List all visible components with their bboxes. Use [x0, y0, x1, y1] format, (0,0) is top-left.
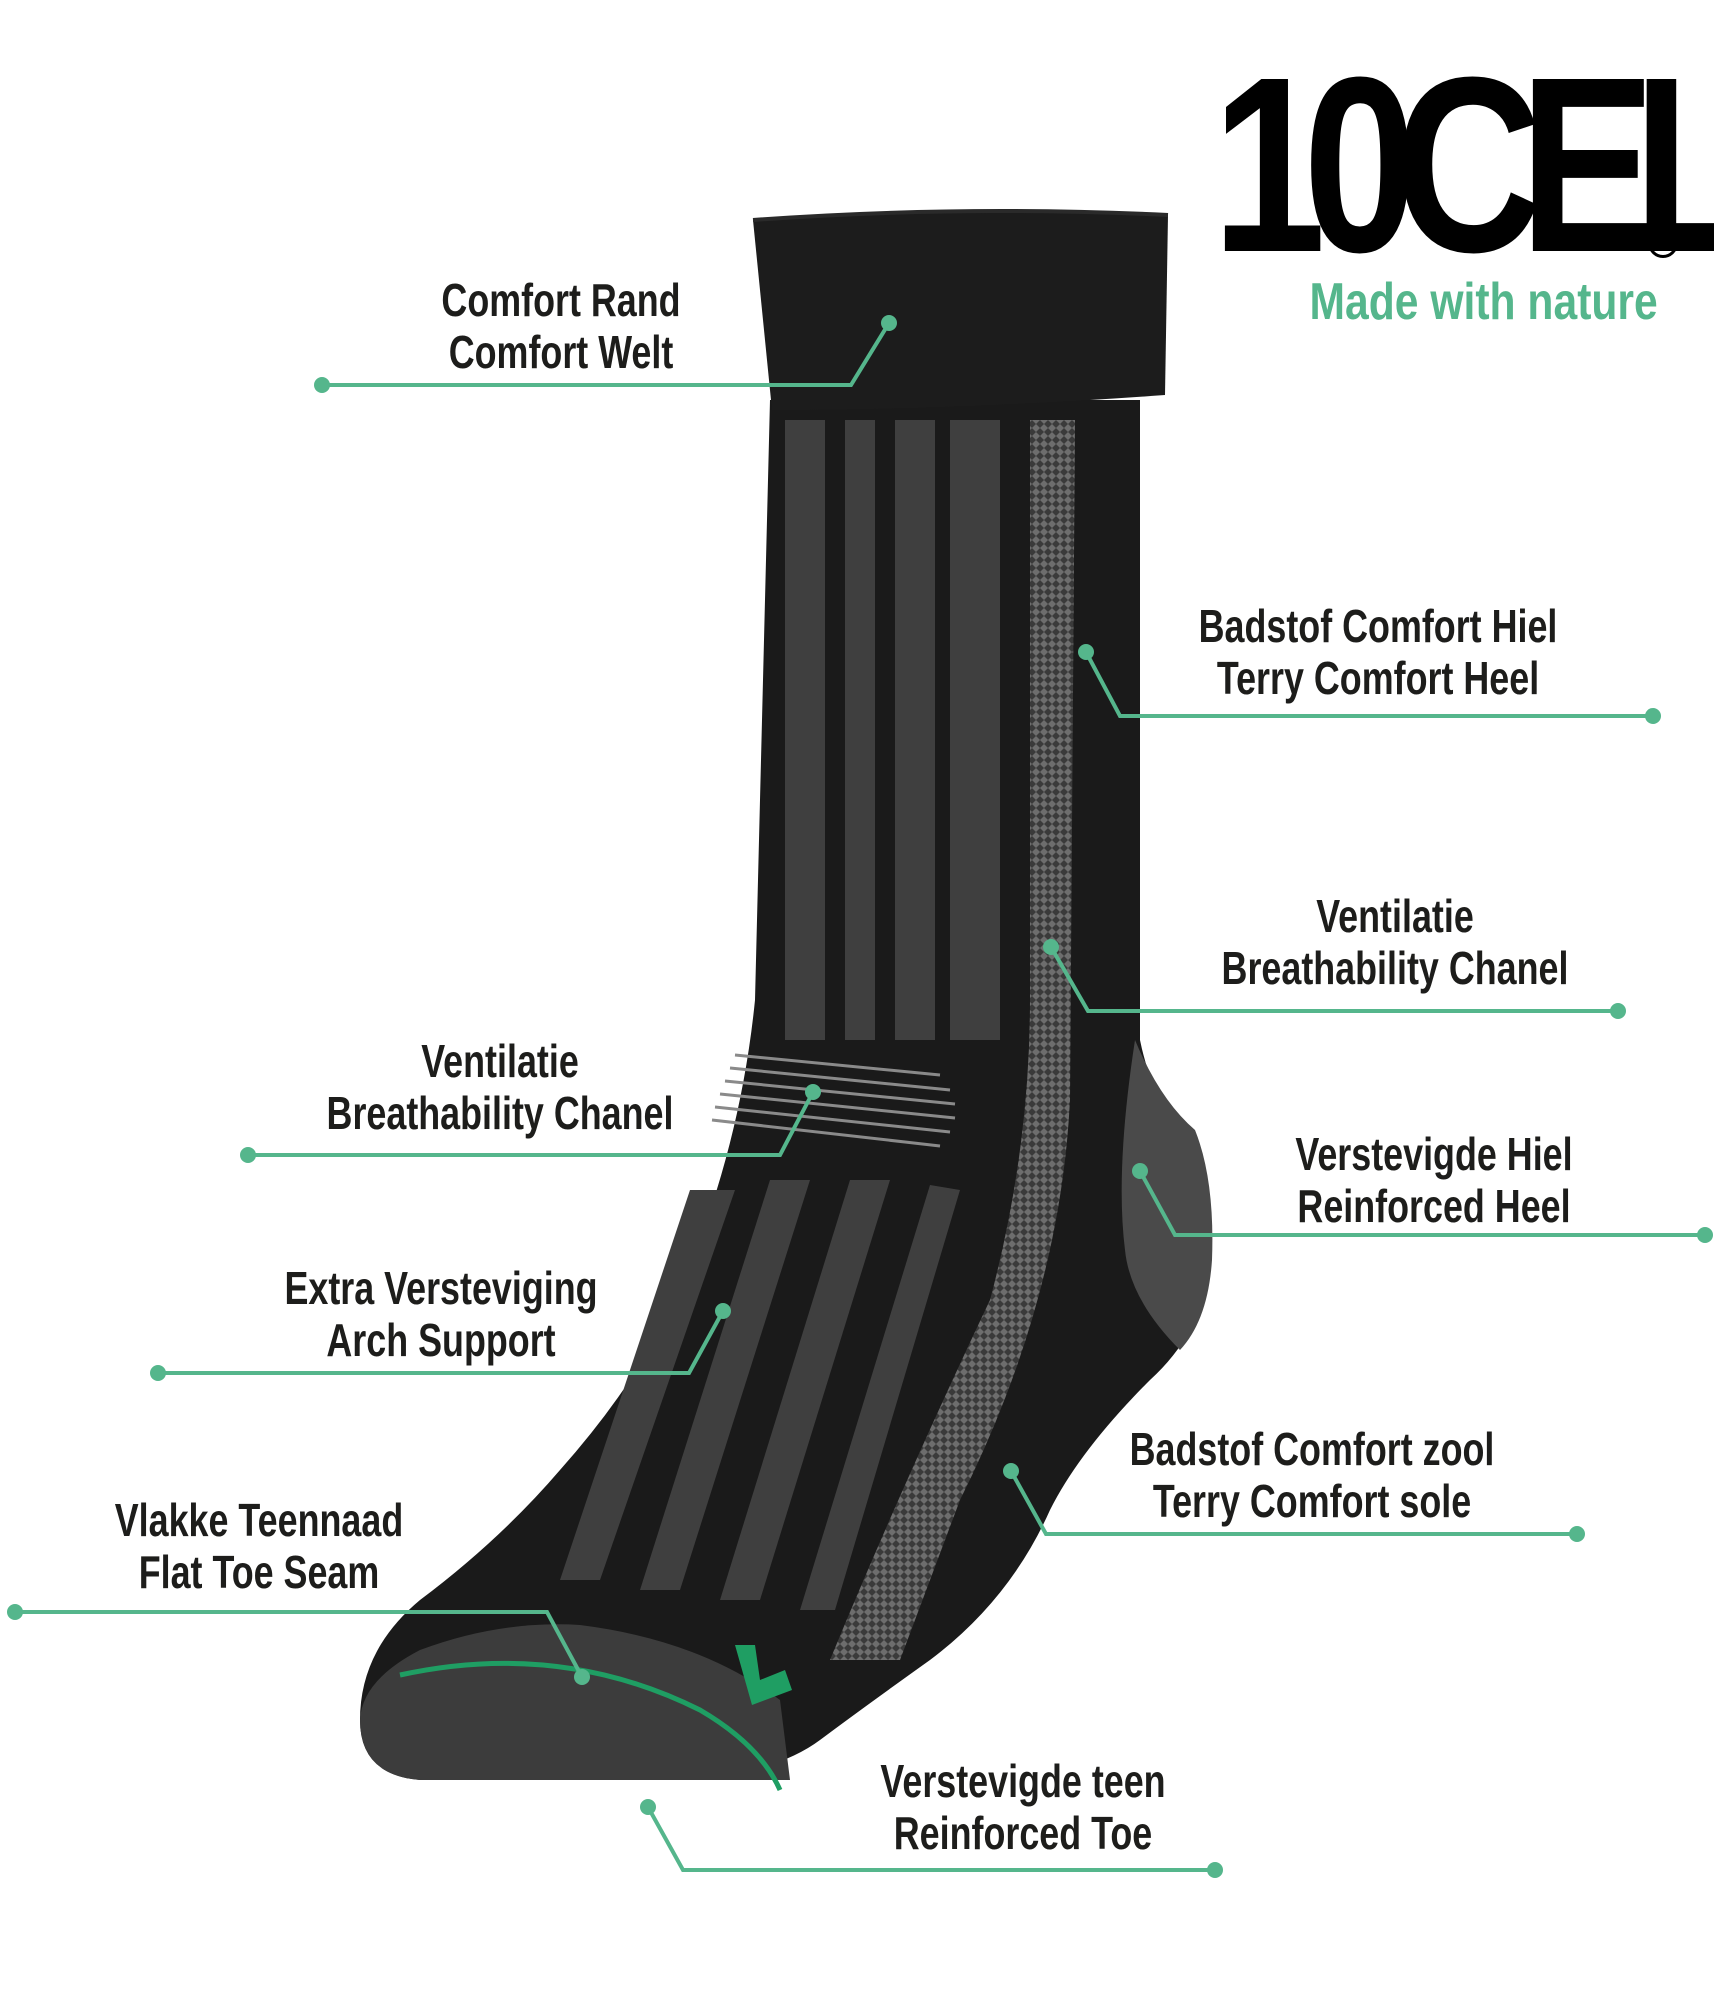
- callout-label-nl: Verstevigde teen: [880, 1755, 1166, 1807]
- callout-lines: [15, 321, 1705, 1872]
- breathability-lines: [711, 1053, 956, 1148]
- brand-tagline: Made with nature: [1309, 273, 1658, 331]
- brand-logo: 10CEL: [1212, 25, 1714, 304]
- callout-terry-sole: Badstof Comfort zool Terry Comfort sole: [1117, 1423, 1507, 1527]
- callout-arch-support: Extra Versteviging Arch Support: [254, 1262, 628, 1366]
- callout-reinforced-heel: Verstevigde Hiel Reinforced Heel: [1262, 1128, 1605, 1232]
- mesh-strip: [830, 420, 1075, 1660]
- callout-comfort-welt: Comfort Rand Comfort Welt: [405, 274, 717, 378]
- callout-label-en: Reinforced Toe: [893, 1807, 1153, 1859]
- callout-label-nl: Vlakke Teennaad: [114, 1494, 404, 1546]
- toe-seam: [399, 1660, 783, 1792]
- callout-reinforced-toe: Verstevigde teen Reinforced Toe: [851, 1755, 1194, 1859]
- callout-label-nl: Ventilatie: [421, 1035, 579, 1087]
- heel-panel: [1121, 1040, 1213, 1350]
- callout-label-nl: Badstof Comfort zool: [1129, 1423, 1495, 1475]
- registered-trademark-icon: R: [1648, 228, 1678, 258]
- callout-label-nl: Verstevigde Hiel: [1295, 1128, 1573, 1180]
- callout-label-en: Terry Comfort sole: [1152, 1475, 1472, 1527]
- callout-label-en: Breathability Chanel: [326, 1087, 674, 1139]
- callout-label-en: Comfort Welt: [448, 326, 674, 378]
- callout-dots: [7, 315, 1713, 1878]
- foot-stripes: [560, 1180, 960, 1610]
- callout-label-nl: Ventilatie: [1316, 890, 1474, 942]
- callout-label-nl: Comfort Rand: [441, 274, 681, 326]
- brand-mark: [735, 1645, 792, 1705]
- callout-breathability-right: Ventilatie Breathability Chanel: [1200, 890, 1590, 994]
- callout-label-nl: Badstof Comfort Hiel: [1198, 600, 1558, 652]
- callout-terry-heel: Badstof Comfort Hiel Terry Comfort Heel: [1183, 600, 1573, 704]
- callout-label-en: Flat Toe Seam: [138, 1546, 380, 1598]
- callout-breathability-left: Ventilatie Breathability Chanel: [305, 1035, 695, 1139]
- callout-label-en: Breathability Chanel: [1221, 942, 1569, 994]
- callout-label-en: Terry Comfort Heel: [1216, 652, 1540, 704]
- callout-label-nl: Extra Versteviging: [284, 1262, 598, 1314]
- callout-label-en: Reinforced Heel: [1297, 1180, 1571, 1232]
- callout-flat-toe-seam: Vlakke Teennaad Flat Toe Seam: [87, 1494, 430, 1598]
- callout-label-en: Arch Support: [326, 1314, 556, 1366]
- sock-cuff: [753, 211, 1168, 410]
- leg-stripes: [785, 420, 1000, 1040]
